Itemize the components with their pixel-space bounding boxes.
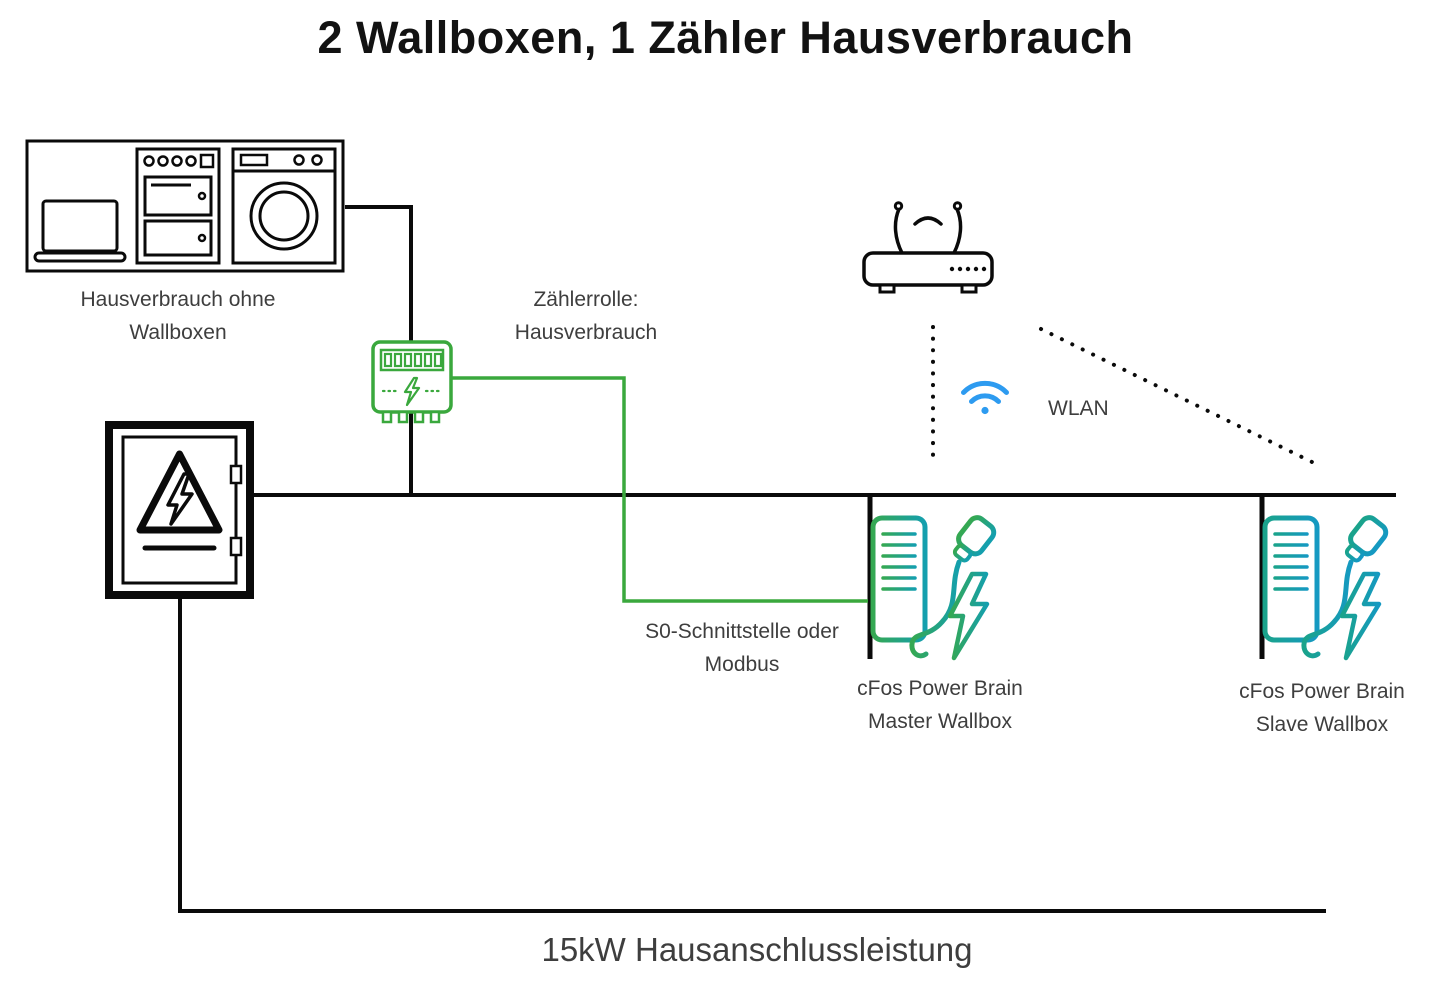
fuse-box-icon [104, 420, 255, 600]
meter-bolt-icon [403, 376, 421, 407]
wifi-icon [959, 375, 1011, 417]
oven-icon [135, 147, 221, 265]
charging-cable [909, 559, 962, 659]
router-leds [949, 266, 987, 272]
label-household-appliances: Hausverbrauch ohne Wallboxen [80, 288, 276, 344]
label-s0-interface: S0-Schnittstelle oder Modbus [645, 620, 839, 676]
charging-plug-icon [952, 515, 997, 563]
charging-plug-icon [1344, 515, 1389, 563]
label-master-wallbox: cFos Power Brain Master Wallbox [857, 677, 1023, 733]
warning-triangle-icon [136, 450, 223, 534]
label-meter-role: Zählerrolle: Hausverbrauch [514, 288, 658, 344]
washing-machine-icon [231, 147, 337, 265]
label-house-connection: 15kW Hausanschlussleistung [541, 931, 973, 968]
power-bolt-icon [947, 571, 990, 661]
meter-s0-line [452, 376, 868, 603]
meter-terminals [381, 410, 441, 424]
wallbox-master-icon [856, 512, 1006, 664]
charging-cable [1301, 559, 1354, 659]
appliances-icon [25, 139, 345, 273]
router-icon [858, 193, 998, 297]
warning-bolt-icon [166, 472, 194, 526]
power-bolt-icon [1339, 571, 1382, 661]
diagram-title: 2 Wallboxen, 1 Zähler Hausverbrauch [317, 12, 1134, 63]
wallbox-slave-icon [1248, 512, 1398, 664]
house-connection-line [178, 597, 1326, 913]
laptop-icon [33, 199, 127, 263]
meter-digits [383, 352, 443, 368]
label-slave-wallbox: cFos Power Brain Slave Wallbox [1239, 680, 1405, 736]
energy-meter-icon [368, 333, 456, 431]
label-wlan: WLAN [1048, 397, 1109, 420]
wlan-dotted-line-slave [1039, 327, 1314, 464]
